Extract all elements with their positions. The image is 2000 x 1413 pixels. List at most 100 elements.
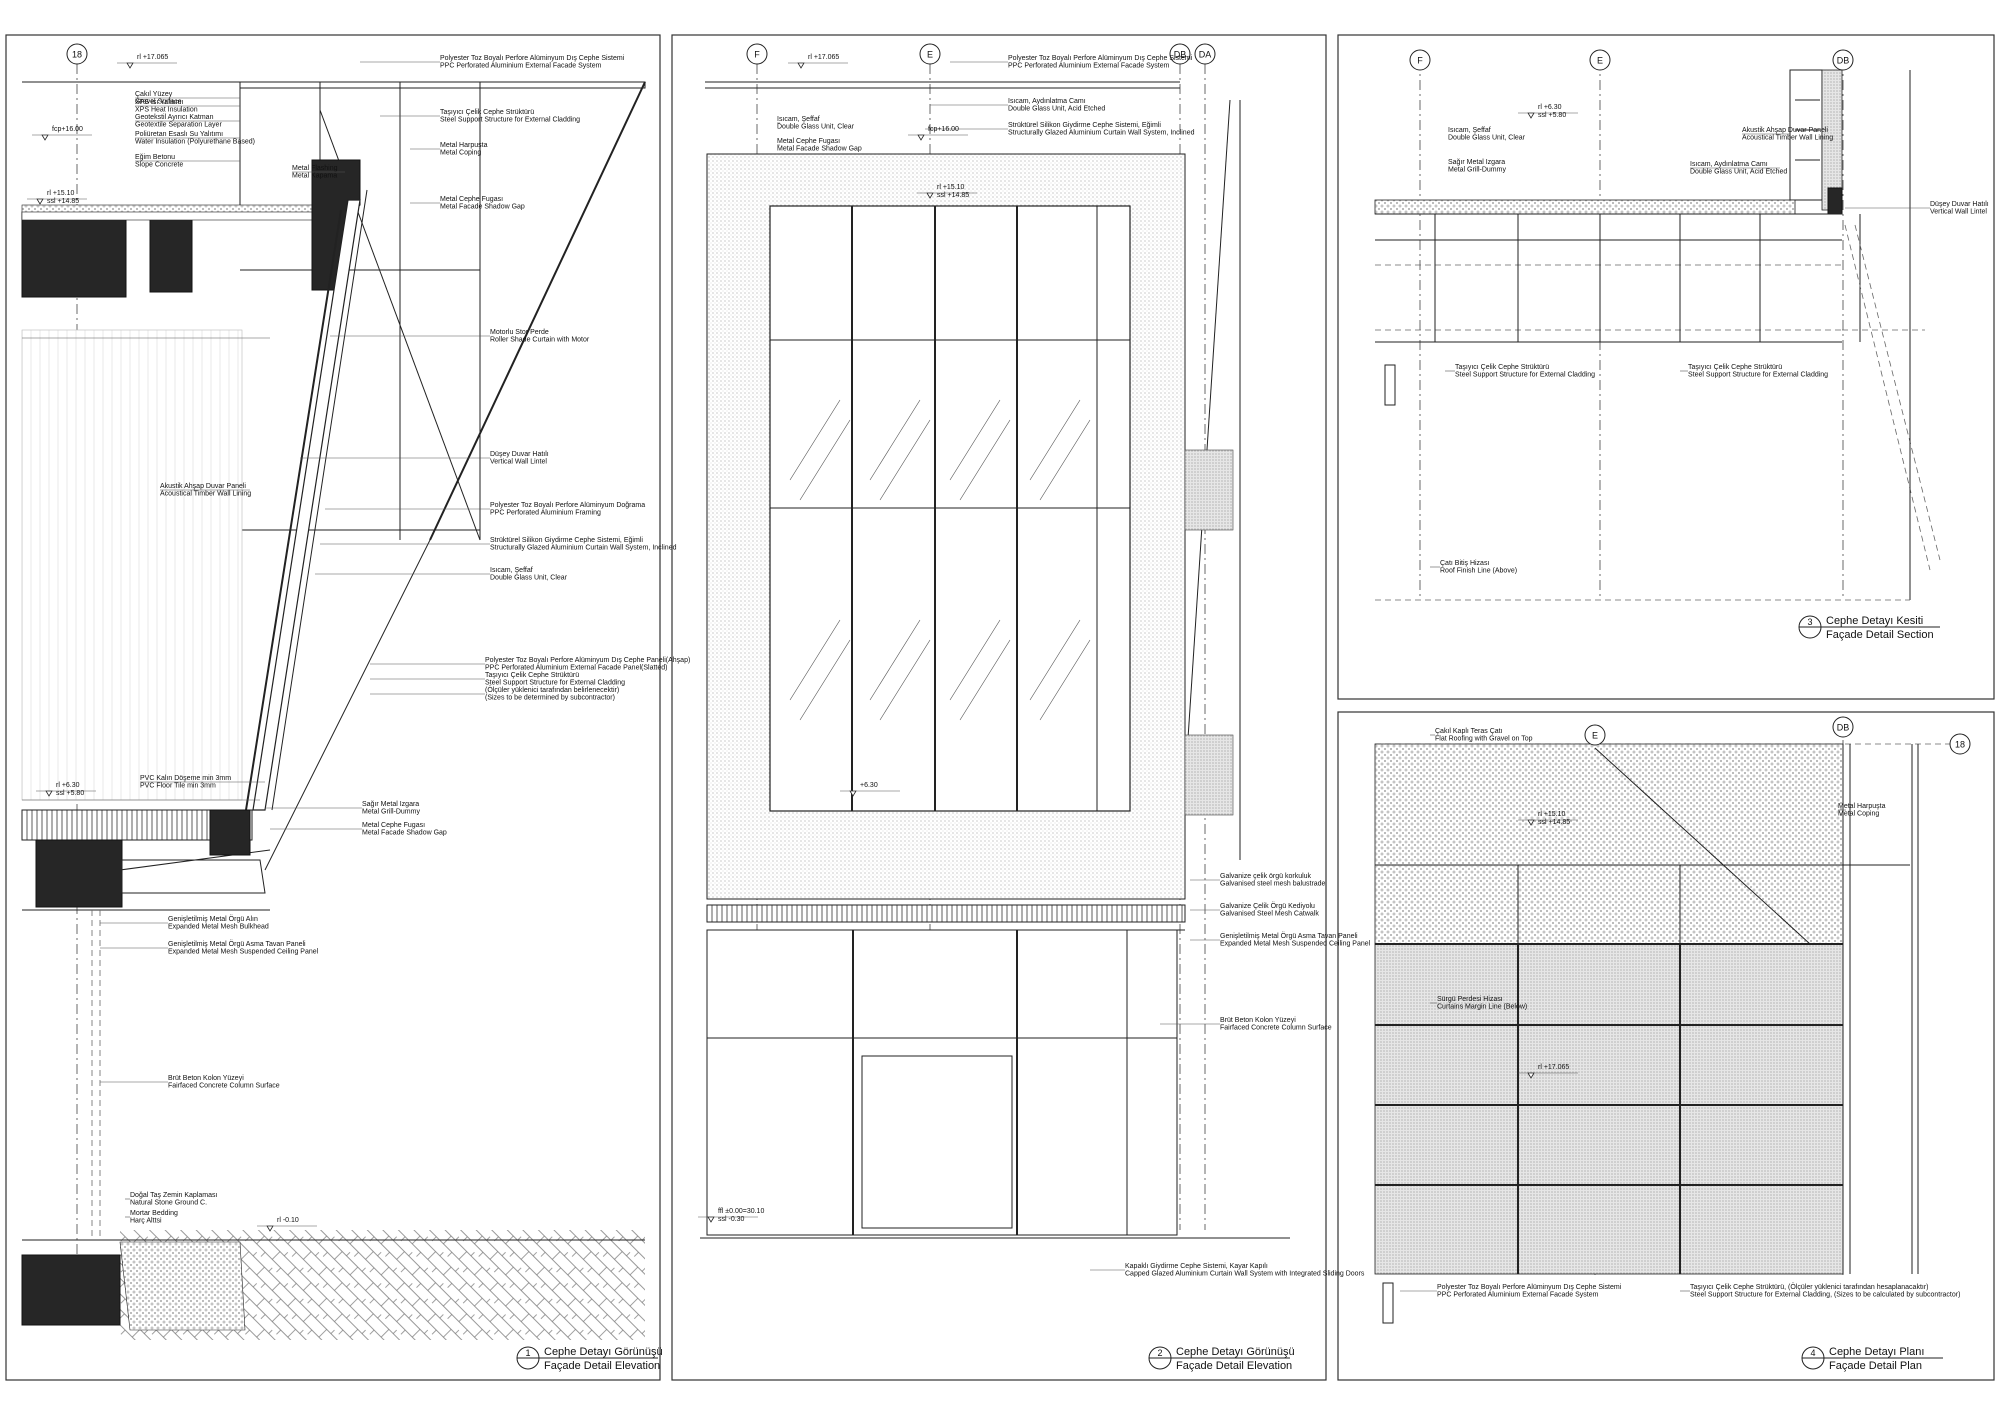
panel-2-drawing	[700, 64, 1290, 1239]
annotation-en: Steel Support Structure for External Cla…	[440, 117, 580, 124]
annotation-tr: Metal Cephe Fugası	[777, 138, 840, 145]
annotation-tr: Metal Flashing	[292, 165, 338, 172]
annotation-en: Slope Concrete	[135, 162, 183, 169]
annotation-en: Acoustical Timber Wall Lining	[1742, 135, 1833, 142]
level-line2: ssl +14.85	[1538, 819, 1570, 826]
annotation-en: Metal Facade Shadow Gap	[777, 146, 862, 153]
level-line2: ssl +5.80	[1538, 112, 1566, 119]
axis-bubble-p2-1: E	[919, 43, 941, 65]
roof-slab-upper	[21, 211, 127, 298]
level-line1: rl +15.10	[937, 184, 965, 191]
annotation-tr: Genişletilmiş Metal Örgü Alın	[168, 915, 258, 923]
level-line1: rl +6.30	[56, 782, 80, 789]
level-marker-p2-0: rl +17.065	[788, 54, 848, 69]
drawing-title-tr: Cephe Detayı Kesiti	[1826, 615, 1923, 627]
level-line2: ssl +14.85	[47, 198, 79, 205]
level-marker-p2-3: +6.30	[840, 782, 900, 797]
annotation-tr: Sürgü Perdesi Hizası	[1437, 996, 1503, 1003]
annotation-en: XPS Heat Insulation	[135, 107, 198, 114]
drawing-title-en: Façade Detail Plan	[1829, 1360, 1922, 1372]
annotation-en: PPC Perforated Aluminium External Facade…	[1008, 63, 1170, 70]
level-line1: fcp+16.00	[52, 126, 83, 133]
annotation-tr: Polyester Toz Boyalı Perfore Alüminyum D…	[1437, 1284, 1622, 1291]
annotation-tr: Çakıl Kaplı Teras Çatı	[1435, 728, 1503, 735]
annotation-tr: Isıcam, Şeffaf	[490, 567, 533, 574]
annotation-en: Metal Facade Shadow Gap	[362, 830, 447, 837]
axis-bubble-p2-3: DA	[1194, 43, 1216, 65]
annotation-tr: Taşıyıcı Çelik Cephe Strüktürü, (Ölçüler…	[1690, 1283, 1929, 1291]
annotation-tr: Galvanize Çelik Örgü Kediyolu	[1220, 902, 1315, 910]
annotation-tr: PVC Kalın Döşeme min 3mm	[140, 775, 231, 782]
annotation-en: Acoustical Timber Wall Lining	[160, 491, 251, 498]
annotation-en: Capped Glazed Aluminium Curtain Wall Sys…	[1125, 1271, 1365, 1278]
level-marker-p1-4: rl -0.10	[257, 1217, 317, 1232]
annotation-tr: Akustik Ahşap Duvar Paneli	[160, 483, 246, 490]
annotation-tr: Galvanize çelik örgü korkuluk	[1220, 873, 1312, 880]
drawing-title-en: Façade Detail Section	[1826, 629, 1934, 641]
annotation-en: Double Glass Unit, Clear	[777, 124, 855, 131]
annotation-tr: Çakıl Yüzey	[135, 91, 173, 98]
annotation-en: Steel Support Structure for External Cla…	[1688, 372, 1828, 379]
annotation-p1-16: Polyester Toz Boyalı Perfore Alüminyum D…	[370, 657, 690, 672]
axis-label: F	[1417, 56, 1423, 66]
annotation-tr: Brüt Beton Kolon Yüzeyi	[168, 1075, 244, 1082]
ground-foundation	[21, 1254, 121, 1326]
annotation-en: PVC Floor Tile min 3mm	[140, 783, 216, 790]
drawing-number: 4	[1810, 1348, 1815, 1358]
annotation-en: Double Glass Unit, Acid Etched	[1690, 169, 1787, 176]
annotation-en: PPC Perforated Aluminium External Facade…	[440, 63, 602, 70]
axis-label: DB	[1837, 56, 1850, 66]
annotation-tr: Taşıyıcı Çelik Cephe Strüktürü	[1455, 364, 1549, 371]
annotation-tr: Geotekstil Ayırıcı Katman	[135, 114, 214, 121]
annotation-en: Metal Coping	[440, 150, 481, 157]
axis-label: E	[1592, 731, 1598, 741]
annotation-en: Structurally Glazed Aluminium Curtain Wa…	[1008, 130, 1195, 137]
level-line1: ffl ±0.00=30.10	[718, 1208, 764, 1215]
axis-label: F	[754, 50, 760, 60]
annotation-tr: Düşey Duvar Hatılı	[490, 451, 549, 458]
annotation-tr: Metal Cephe Fugası	[440, 196, 503, 203]
annotation-tr: Mortar Bedding	[130, 1210, 178, 1217]
level-marker-p2-1: fcp+16.00	[908, 126, 968, 141]
annotation-en: Natural Stone Ground C.	[130, 1200, 207, 1207]
annotation-p2-6: Galvanize Çelik Örgü KediyoluGalvanised …	[1190, 902, 1319, 918]
annotation-en: Steel Support Structure for External Cla…	[485, 680, 625, 687]
annotation-p4-4: Taşıyıcı Çelik Cephe Strüktürü, (Ölçüler…	[1680, 1283, 1960, 1299]
level-line1: rl +15.10	[1538, 811, 1566, 818]
axis-bubble-p3-1: E	[1589, 49, 1611, 71]
drawing-title-tr: Cephe Detayı Planı	[1829, 1346, 1924, 1358]
drawing-title-tr: Cephe Detayı Görünüşü	[544, 1346, 663, 1358]
panel-3-frame	[1337, 34, 1995, 700]
axis-bubble-p4-1: DB	[1832, 716, 1854, 738]
level-line1: rl -0.10	[277, 1217, 299, 1224]
drawing-title-tr: Cephe Detayı Görünüşü	[1176, 1346, 1295, 1358]
annotation-en: Metal Grill-Dummy	[1448, 167, 1506, 174]
annotation-en: Geotextile Separation Layer	[135, 122, 222, 129]
annotation-en: Gravel Surface	[135, 99, 182, 106]
level-line2: ssl -0.30	[718, 1216, 745, 1223]
annotation-en: Water Insulation (Polyurethane Based)	[135, 139, 255, 146]
annotation-tr: Brüt Beton Kolon Yüzeyi	[1220, 1017, 1296, 1024]
annotation-tr: Strüktürel Silikon Giydirme Cephe Sistem…	[1008, 122, 1161, 129]
lintel	[1827, 187, 1843, 215]
annotation-tr: Taşıyıcı Çelik Cephe Strüktürü	[485, 672, 579, 679]
